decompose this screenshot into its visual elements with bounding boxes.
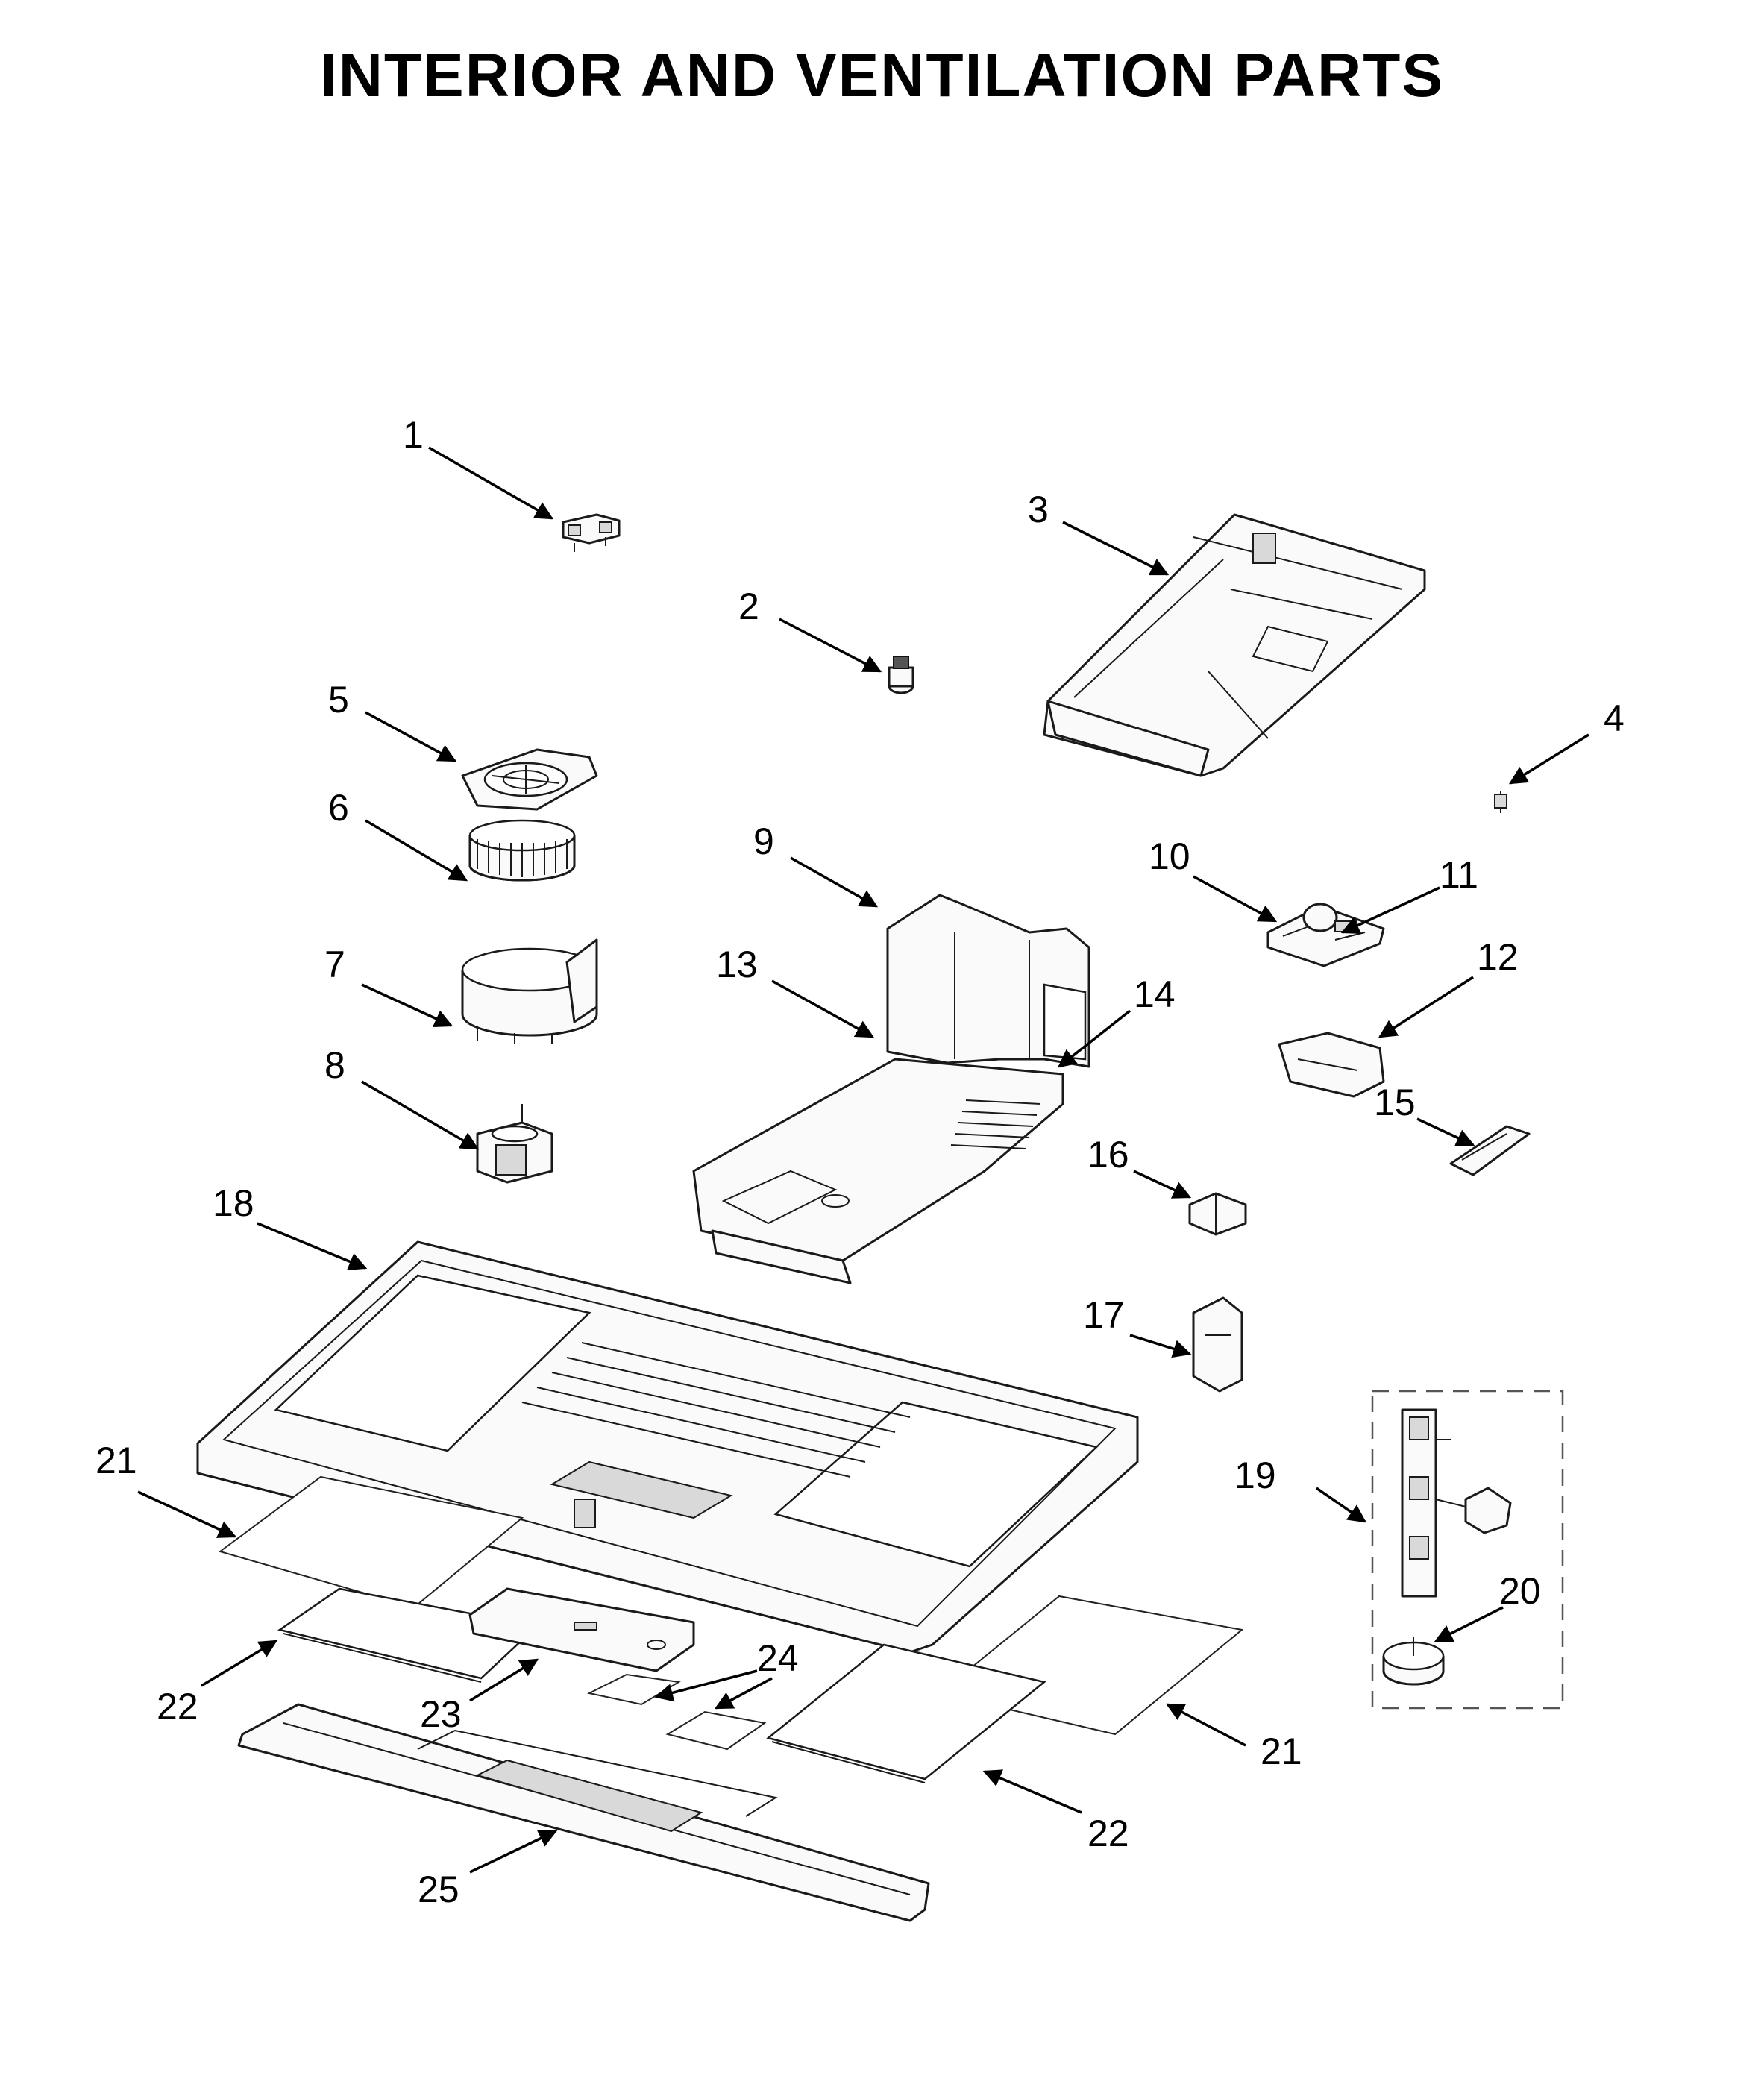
part-6-blower-wheel[interactable] (468, 819, 576, 882)
part-22-panel-right[interactable] (766, 1643, 1046, 1783)
part-19-latch-switch-assembly[interactable] (1401, 1408, 1512, 1598)
callout-22-right: 22 (1087, 1813, 1129, 1854)
callout-17: 17 (1083, 1294, 1125, 1336)
callout-7: 7 (324, 944, 345, 985)
callout-23: 23 (420, 1693, 462, 1735)
callout-4: 4 (1604, 697, 1625, 739)
part-21-filter-left[interactable] (218, 1475, 524, 1609)
part-15-plate[interactable] (1449, 1125, 1531, 1176)
callout-13: 13 (716, 944, 758, 985)
part-1-switch[interactable] (562, 513, 621, 552)
callout-10: 10 (1149, 835, 1190, 877)
callout-5: 5 (328, 679, 349, 721)
callout-25: 25 (418, 1868, 459, 1910)
callout-18: 18 (213, 1182, 254, 1224)
callout-14: 14 (1134, 973, 1176, 1015)
callout-16: 16 (1087, 1134, 1129, 1176)
part-9-air-duct[interactable] (886, 894, 1090, 1068)
callout-15: 15 (1374, 1082, 1416, 1123)
part-19-group-box (1371, 1390, 1564, 1710)
part-16-relay[interactable] (1188, 1192, 1247, 1236)
part-3-control-bracket[interactable] (1043, 513, 1426, 777)
callout-6: 6 (328, 787, 349, 829)
part-25-vent-grille[interactable] (237, 1703, 930, 1922)
part-4-wire-connector[interactable] (1494, 791, 1507, 813)
callout-1: 1 (403, 414, 424, 456)
callout-11: 11 (1440, 854, 1478, 896)
part-2-thermostat[interactable] (888, 656, 914, 694)
part-23-bar-bracket[interactable] (468, 1587, 695, 1672)
part-14-base-plate[interactable] (692, 1058, 1064, 1284)
part-7-blower-housing[interactable] (461, 938, 598, 1044)
part-12-bracket[interactable] (1278, 1032, 1385, 1098)
callout-labels: 1 2 3 4 5 6 7 8 9 10 11 12 13 14 15 16 1… (95, 414, 1625, 1910)
callout-19: 19 (1234, 1455, 1276, 1496)
part-8-fan-motor[interactable] (476, 1104, 553, 1184)
leader-lines (137, 446, 1589, 1874)
callout-8: 8 (324, 1044, 345, 1086)
callout-21-right: 21 (1261, 1731, 1302, 1772)
part-5-fan-plate[interactable] (461, 748, 598, 811)
callout-9: 9 (753, 820, 774, 862)
part-17-clip[interactable] (1192, 1296, 1243, 1393)
callout-20: 20 (1499, 1570, 1541, 1612)
callout-22-left: 22 (157, 1686, 198, 1728)
part-24-light-lens[interactable] (587, 1673, 767, 1751)
diagram-title: INTERIOR AND VENTILATION PARTS (319, 42, 1445, 110)
callout-24: 24 (757, 1637, 799, 1679)
callout-12: 12 (1477, 936, 1519, 978)
callout-2: 2 (738, 586, 759, 627)
callout-21-left: 21 (95, 1440, 137, 1481)
part-20-turntable-motor[interactable] (1382, 1637, 1445, 1686)
callout-3: 3 (1028, 489, 1049, 530)
